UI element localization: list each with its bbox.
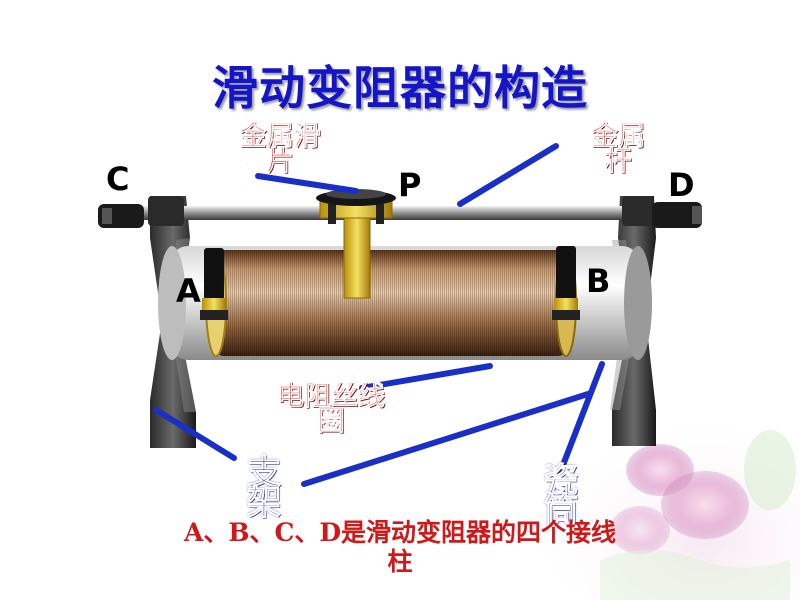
label-line: 瓷 bbox=[544, 461, 579, 501]
terminal-post-b bbox=[552, 246, 580, 320]
pointer-lines bbox=[153, 143, 605, 487]
terminal-label-d: D bbox=[668, 166, 695, 204]
pointer-slider bbox=[255, 173, 359, 194]
label-line: 架 bbox=[247, 483, 282, 523]
resistance-coil bbox=[205, 249, 577, 357]
page-title: 滑动变阻器的构造 bbox=[212, 61, 588, 115]
label-metal-rod: 金属 杆 bbox=[556, 121, 680, 177]
caption: A、B、C、D是滑动变阻器的四个接线 柱 bbox=[40, 518, 760, 576]
label-line: 筒 bbox=[544, 491, 579, 531]
pointer-tube bbox=[555, 361, 605, 481]
label-resistance-coil: 电阻丝线 圈 bbox=[228, 381, 434, 437]
pointer-coil bbox=[359, 363, 493, 391]
caption-line: 柱 bbox=[387, 547, 413, 576]
label-line: 电阻丝线 bbox=[277, 381, 386, 412]
label-line: 杆 bbox=[604, 146, 632, 177]
label-porcelain-tube: 瓷 筒 bbox=[516, 461, 606, 531]
label-line: 圈 bbox=[317, 406, 345, 437]
terminal-label-c: C bbox=[106, 160, 130, 198]
pointer-support-2 bbox=[301, 391, 591, 487]
rose-decoration bbox=[540, 410, 800, 600]
metal-slider bbox=[316, 189, 396, 299]
pointer-support bbox=[153, 407, 237, 461]
label-line: 金属滑 bbox=[239, 121, 321, 152]
label-line: 支 bbox=[247, 453, 282, 493]
label-metal-slider: 金属滑 片 bbox=[196, 121, 364, 177]
terminal-label-p: P bbox=[398, 166, 422, 204]
terminal-label-a: A bbox=[176, 272, 201, 310]
label-line: 片 bbox=[266, 146, 294, 177]
terminal-post-a bbox=[200, 248, 228, 320]
label-line: 金属 bbox=[591, 121, 646, 152]
terminal-label-b: B bbox=[586, 262, 611, 300]
metal-rod bbox=[98, 196, 702, 228]
label-support: 支 架 bbox=[222, 453, 306, 523]
pointer-rod bbox=[457, 143, 559, 207]
caption-line: A、B、C、D是滑动变阻器的四个接线 bbox=[183, 518, 617, 547]
